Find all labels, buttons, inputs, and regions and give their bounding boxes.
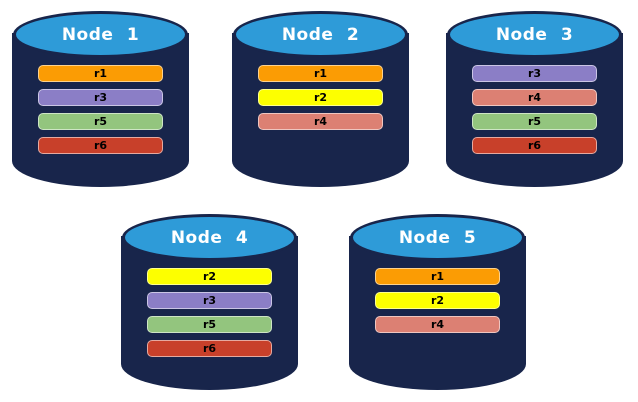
replica-bar-r3: r3 [38, 89, 163, 106]
node-5-cylinder: Node 5 r1 r2 r4 [349, 212, 526, 390]
replica-bar-r1: r1 [258, 65, 383, 82]
replica-list: r1 r2 r4 [375, 268, 500, 333]
replica-bar-r4: r4 [258, 113, 383, 130]
node-2-cylinder: Node 2 r1 r2 r4 [232, 9, 409, 187]
replica-list: r2 r3 r5 r6 [147, 268, 272, 357]
cylinder-top: Node 5 [350, 214, 525, 261]
node-title: Node 5 [398, 227, 477, 248]
node-1-cylinder: Node 1 r1 r3 r5 r6 [12, 9, 189, 187]
replica-bar-r5: r5 [38, 113, 163, 130]
replica-bar-r5: r5 [147, 316, 272, 333]
replica-bar-r4: r4 [375, 316, 500, 333]
cylinder-body [12, 33, 189, 187]
replica-list: r1 r3 r5 r6 [38, 65, 163, 154]
replica-bar-r6: r6 [472, 137, 597, 154]
cylinder-top: Node 3 [447, 11, 622, 58]
node-title: Node 3 [495, 24, 574, 45]
cylinder-top: Node 4 [122, 214, 297, 261]
replica-bar-r3: r3 [472, 65, 597, 82]
node-title: Node 1 [61, 24, 140, 45]
replica-bar-r2: r2 [147, 268, 272, 285]
node-title: Node 4 [170, 227, 249, 248]
replica-bar-r6: r6 [38, 137, 163, 154]
node-4-cylinder: Node 4 r2 r3 r5 r6 [121, 212, 298, 390]
cylinder-body [446, 33, 623, 187]
cylinder-body [232, 33, 409, 187]
cylinder-top: Node 2 [233, 11, 408, 58]
cylinder-top: Node 1 [13, 11, 188, 58]
replica-bar-r1: r1 [375, 268, 500, 285]
replica-list: r3 r4 r5 r6 [472, 65, 597, 154]
replica-bar-r4: r4 [472, 89, 597, 106]
replica-bar-r2: r2 [375, 292, 500, 309]
node-3-cylinder: Node 3 r3 r4 r5 r6 [446, 9, 623, 187]
node-title: Node 2 [281, 24, 360, 45]
replica-bar-r6: r6 [147, 340, 272, 357]
replica-bar-r3: r3 [147, 292, 272, 309]
replica-list: r1 r2 r4 [258, 65, 383, 130]
replica-bar-r5: r5 [472, 113, 597, 130]
replica-bar-r2: r2 [258, 89, 383, 106]
cylinder-body [121, 236, 298, 390]
replica-bar-r1: r1 [38, 65, 163, 82]
cylinder-body [349, 236, 526, 390]
